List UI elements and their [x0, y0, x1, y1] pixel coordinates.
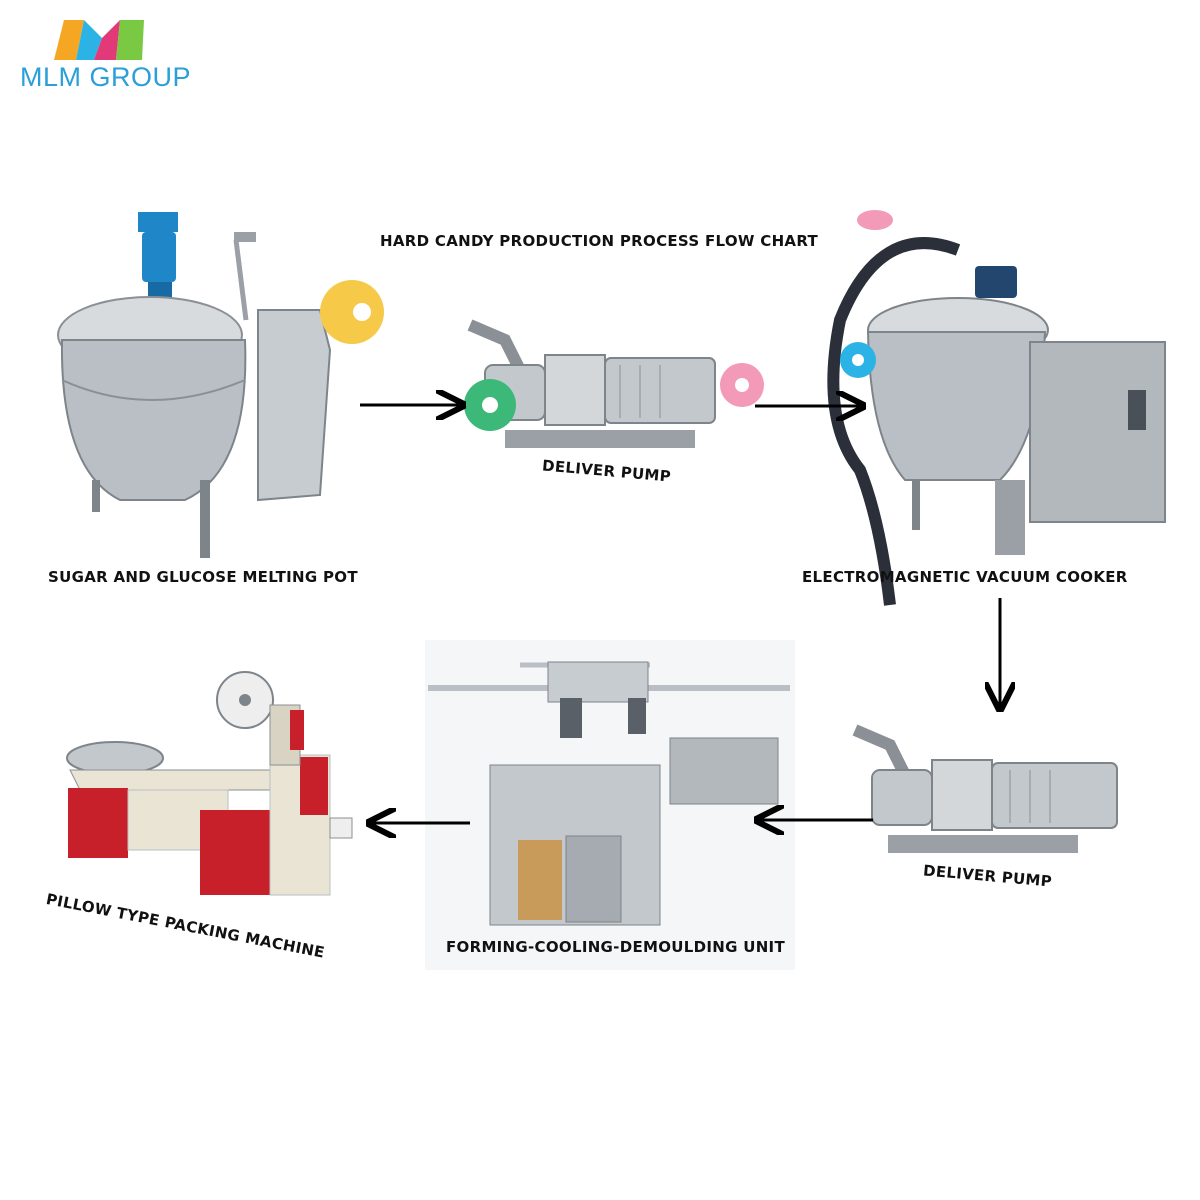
step-label-vacuum-cooker: ELECTROMAGNETIC VACUUM COOKER: [802, 568, 1128, 586]
step-label-deliver-pump-2: DELIVER PUMP: [922, 861, 1053, 891]
step-label-melting-pot: SUGAR AND GLUCOSE MELTING POT: [48, 568, 358, 586]
step-label-packing-machine: PILLOW TYPE PACKING MACHINE: [44, 890, 327, 962]
brand-name: MLM GROUP: [20, 62, 192, 92]
brand-logo: [54, 20, 146, 60]
step-label-deliver-pump-1: DELIVER PUMP: [541, 456, 672, 486]
chart-title: HARD CANDY PRODUCTION PROCESS FLOW CHART: [380, 232, 819, 250]
brand-logo-mark: [54, 20, 144, 60]
step-label-forming-unit: FORMING-COOLING-DEMOULDING UNIT: [446, 938, 785, 956]
